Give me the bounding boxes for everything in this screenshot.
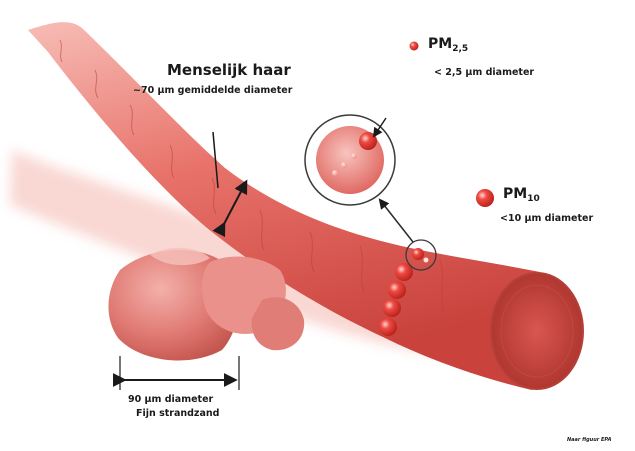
pm25-description: < 2,5 µm diameter xyxy=(434,68,534,78)
sand-name-label: Fijn strandzand xyxy=(136,409,219,419)
sand-diameter-label: 90 µm diameter xyxy=(128,395,213,405)
hair-title: Menselijk haar xyxy=(167,63,291,78)
hair-subtitle: ~70 µm gemiddelde diameter xyxy=(133,86,292,96)
pm10-label: PM10 xyxy=(503,187,540,204)
zoom-pointer-arrow xyxy=(374,118,386,136)
zoom-arrow xyxy=(380,200,413,242)
pm25-label: PM2,5 xyxy=(428,37,468,54)
credit-text: Naar figuur EPA xyxy=(567,438,611,443)
pm10-description: <10 µm diameter xyxy=(500,214,593,224)
pm25-marker xyxy=(410,42,419,51)
pm10-marker xyxy=(476,189,494,207)
hair-cross-section xyxy=(491,273,583,389)
